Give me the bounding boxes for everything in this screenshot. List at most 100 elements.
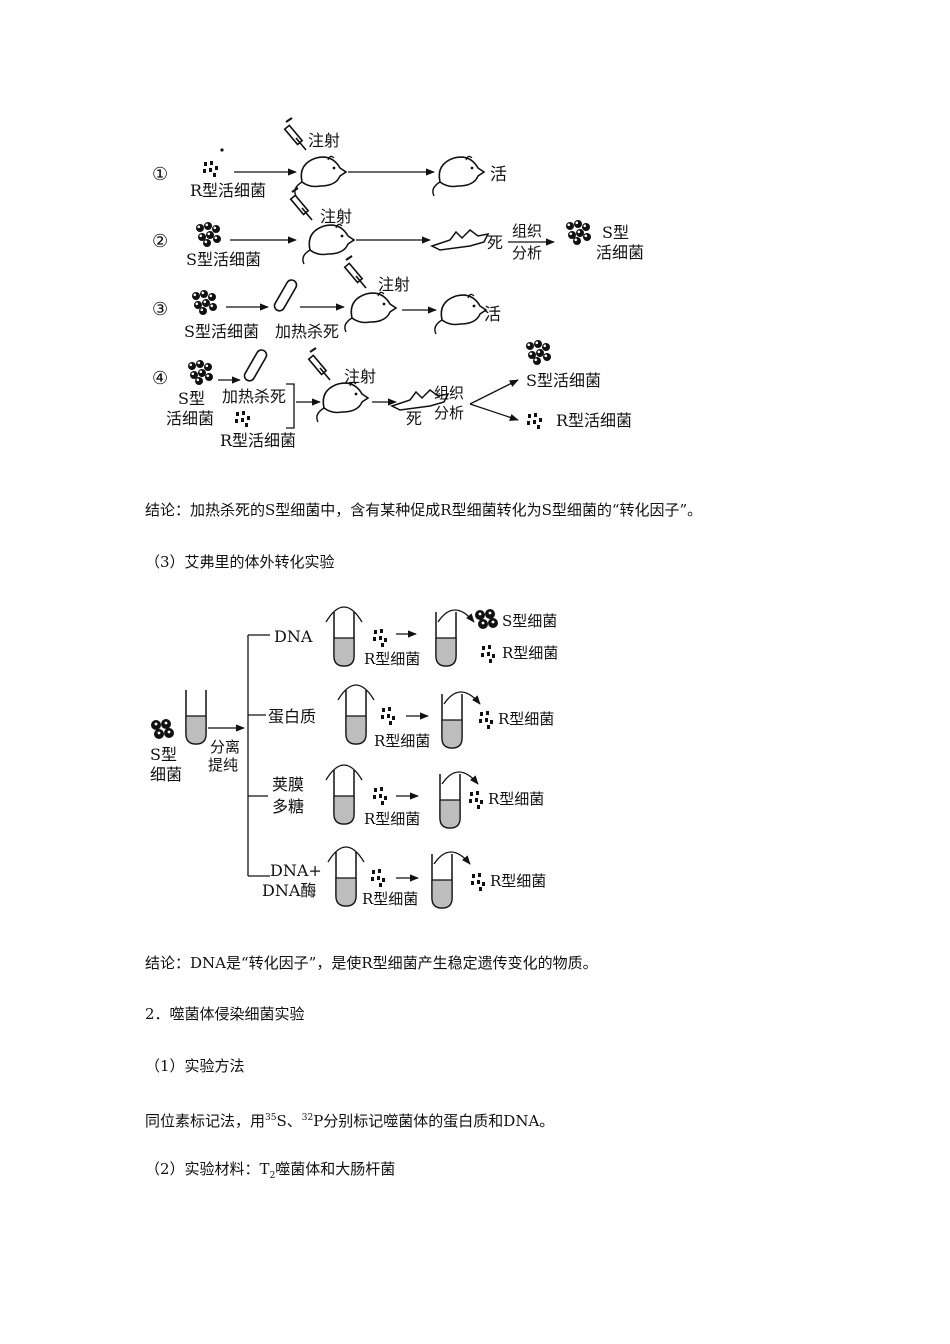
method-text: 同位素标记法，用35S、32P分别标记噬菌体的蛋白质和DNA。 [145, 1108, 554, 1131]
row4-heat-label: 加热杀死 [222, 387, 286, 406]
method-text-pre: 同位素标记法，用 [145, 1112, 266, 1130]
test-tube-icon [241, 347, 270, 384]
row3-result: 活 [484, 305, 501, 325]
row2-out-2: 活细菌 [596, 243, 644, 262]
r-bacteria-icon [471, 873, 485, 891]
griffith-diagram: ① R型活细菌 注射 活 ② S型活细菌 注射 死 组织 分析 S型 活细菌 ③… [152, 117, 644, 450]
r-bacteria-icon [371, 869, 385, 887]
s-bacteria-mass-icon [475, 609, 498, 629]
dead-mouse-icon [431, 229, 489, 251]
row3-inject-label: 注射 [378, 275, 410, 294]
heading-avery-experiment: （3）艾弗里的体外转化实验 [145, 553, 335, 571]
s-bacteria-icon [566, 220, 591, 245]
branch1-label: DNA [274, 627, 313, 646]
avery-sep-1: 分离 [210, 738, 240, 756]
branch4-label-2: DNA酶 [262, 881, 316, 900]
s-bacteria-icon [526, 340, 551, 365]
row2-inject-label: 注射 [320, 207, 352, 226]
row3-number: ③ [152, 299, 168, 320]
row2-number: ② [152, 231, 168, 252]
phage-subscript: 2 [269, 1171, 276, 1181]
method-heading: （1）实验方法 [145, 1057, 245, 1075]
syringe-icon [343, 255, 367, 289]
row4-s-label-1: S型 [178, 389, 205, 408]
avery-diagram: S型 细菌 分离 提纯 DNA R型细菌 S型细菌 R型细菌 蛋白质 R型细菌 … [150, 590, 558, 909]
row2-analysis-1: 组织 [512, 222, 542, 240]
conclusion-2: 结论：DNA是“转化因子”，是使R型细菌产生稳定遗传变化的物质。 [145, 954, 598, 972]
s-bacteria-icon [192, 290, 217, 315]
mouse-icon [316, 381, 369, 423]
branch3-label-1: 荚膜 [272, 775, 304, 794]
test-tube-icon [333, 769, 355, 825]
row4-r-label: R型活细菌 [220, 431, 296, 450]
s-bacteria-icon [188, 360, 213, 385]
branch2-label: 蛋白质 [268, 707, 316, 726]
row4-analysis-2: 分析 [434, 404, 464, 422]
row1-number: ① [152, 164, 168, 185]
test-tube-icon [271, 277, 300, 314]
row2-out-1: S型 [602, 223, 629, 242]
row4-analysis-1: 组织 [434, 384, 464, 402]
conclusion-1: 结论：加热杀死的S型细菌中，含有某种促成R型细菌转化为S型细菌的“转化因子”。 [145, 501, 703, 519]
r-bacteria-icon [381, 707, 395, 725]
r-bacteria-icon [527, 413, 542, 429]
row4-s-label-2: 活细菌 [166, 409, 214, 428]
row1-result: 活 [490, 165, 507, 185]
row3-bacteria-label: S型活细菌 [184, 322, 259, 341]
branch1-added: R型细菌 [364, 650, 420, 668]
row3-heat-label: 加热杀死 [275, 322, 339, 341]
s-bacteria-mass-icon [151, 719, 174, 739]
s-bacteria-icon [196, 222, 221, 247]
row4-out-r: R型活细菌 [556, 411, 632, 430]
materials-text: （2）实验材料：T2噬菌体和大肠杆菌 [145, 1159, 395, 1186]
syringe-icon [289, 187, 313, 221]
branch4-label-1: DNA+ [270, 861, 322, 880]
isotope-s-mass: 35 [265, 1113, 277, 1123]
branch1-result-s: S型细菌 [502, 612, 557, 630]
mouse-icon [294, 155, 347, 197]
row4-inject-label: 注射 [344, 367, 376, 386]
test-tube-icon [345, 689, 367, 745]
r-bacteria-icon [481, 645, 495, 663]
branch2-added: R型细菌 [374, 732, 430, 750]
mouse-icon [302, 223, 355, 265]
row4-number: ④ [152, 368, 168, 389]
avery-sep-2: 提纯 [208, 756, 238, 774]
isotope-s-symbol: S、 [276, 1112, 302, 1130]
branch2-result-r: R型细菌 [498, 710, 554, 728]
materials-pre: （2）实验材料：T [145, 1160, 270, 1178]
mouse-icon [434, 293, 487, 335]
branch3-added: R型细菌 [364, 810, 420, 828]
branch1-result-r: R型细菌 [502, 644, 558, 662]
syringe-icon [283, 117, 307, 151]
mouse-icon [432, 155, 485, 197]
row2-bacteria-label: S型活细菌 [186, 250, 261, 269]
branch3-result-r: R型细菌 [488, 790, 544, 808]
r-bacteria-icon [373, 629, 387, 647]
source-test-tube-icon [185, 689, 207, 745]
mouse-icon [344, 291, 397, 333]
test-tube-icon [335, 851, 357, 907]
r-bacteria-icon [469, 791, 483, 809]
section-2-heading: 2．噬菌体侵染细菌实验 [145, 1005, 305, 1023]
avery-source-1: S型 [150, 745, 177, 764]
test-tube-icon [333, 611, 355, 667]
syringe-icon [307, 347, 331, 381]
row4-dead: 死 [406, 409, 422, 428]
r-bacteria-icon [203, 161, 218, 177]
row2-dead: 死 [487, 233, 503, 252]
row2-analysis-2: 分析 [512, 244, 542, 262]
branch4-result-r: R型细菌 [490, 872, 546, 890]
row4-out-s: S型活细菌 [526, 371, 601, 390]
r-bacteria-icon [373, 787, 387, 805]
r-bacteria-icon [479, 711, 493, 729]
method-text-post: P分别标记噬菌体的蛋白质和DNA。 [313, 1112, 555, 1130]
branch4-added: R型细菌 [362, 890, 418, 908]
isotope-p-mass: 32 [301, 1113, 314, 1123]
row1-bacteria-label: R型活细菌 [190, 181, 266, 200]
branch3-label-2: 多糖 [272, 797, 304, 816]
r-bacteria-icon [235, 411, 250, 427]
row1-inject-label: 注射 [308, 131, 340, 150]
avery-source-2: 细菌 [150, 765, 182, 784]
materials-post: 噬菌体和大肠杆菌 [275, 1160, 396, 1178]
